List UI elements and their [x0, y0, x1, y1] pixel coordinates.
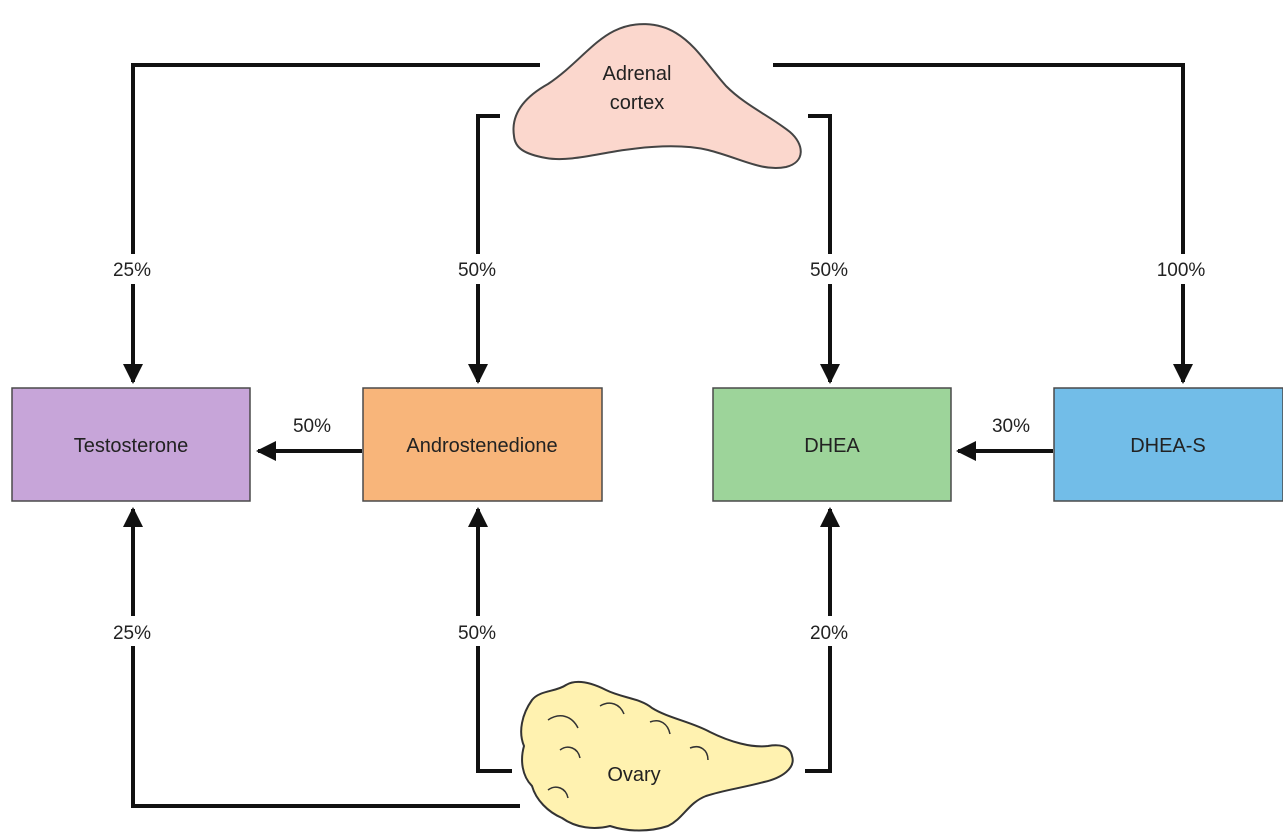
dhea-box: DHEA: [712, 387, 952, 502]
ovary-label: Ovary: [607, 764, 660, 786]
dheas-label: DHEA-S: [1130, 435, 1206, 457]
svg-text:50%: 50%: [458, 260, 496, 281]
adrenal-cortex-label-line1: Adrenal: [603, 63, 672, 85]
adrenal-cortex-shape: [512, 23, 802, 169]
pct-label-adrenal-dhea: 50%: [799, 254, 859, 284]
flow-ovary-dhea: [805, 507, 840, 773]
adrenal-cortex: Adrenal cortex: [512, 23, 802, 169]
pct-label-ovary-testosterone: 25%: [102, 616, 162, 646]
flow-adrenal-dhea: [808, 114, 840, 384]
ovary-shape: [520, 680, 794, 832]
svg-text:25%: 25%: [113, 260, 151, 281]
pct-label-ovary-dhea: 20%: [799, 616, 859, 646]
svg-text:50%: 50%: [458, 623, 496, 644]
testosterone-box: Testosterone: [11, 387, 251, 502]
flow-adrenal-androstenedione: [468, 114, 500, 384]
ovary: Ovary: [520, 680, 794, 832]
svg-text:50%: 50%: [810, 260, 848, 281]
dheas-box: DHEA-S: [1053, 387, 1283, 502]
pct-label-ovary-androstenedione: 50%: [447, 616, 507, 646]
pct-label-adrenal-testosterone: 25%: [102, 254, 162, 284]
svg-text:25%: 25%: [113, 623, 151, 644]
ovary-texture: [547, 702, 709, 799]
svg-text:20%: 20%: [810, 623, 848, 644]
pct-label-adrenal-androstenedione: 50%: [447, 254, 507, 284]
pct-label-adrenal-dheas: 100%: [1144, 254, 1218, 284]
testosterone-label: Testosterone: [74, 435, 189, 457]
dhea-label: DHEA: [804, 435, 860, 457]
adrenal-cortex-label-line2: cortex: [610, 92, 664, 114]
androstenedione-box: Androstenedione: [362, 387, 603, 502]
svg-text:100%: 100%: [1157, 260, 1206, 281]
androstenedione-label: Androstenedione: [406, 435, 557, 457]
pct-label-dheas-dhea: 30%: [992, 416, 1030, 437]
flow-adrenal-dheas: [773, 63, 1193, 384]
flow-ovary-testosterone: [123, 507, 520, 808]
pct-label-androstenedione-testosterone: 50%: [293, 416, 331, 437]
flow-ovary-androstenedione: [468, 507, 512, 773]
